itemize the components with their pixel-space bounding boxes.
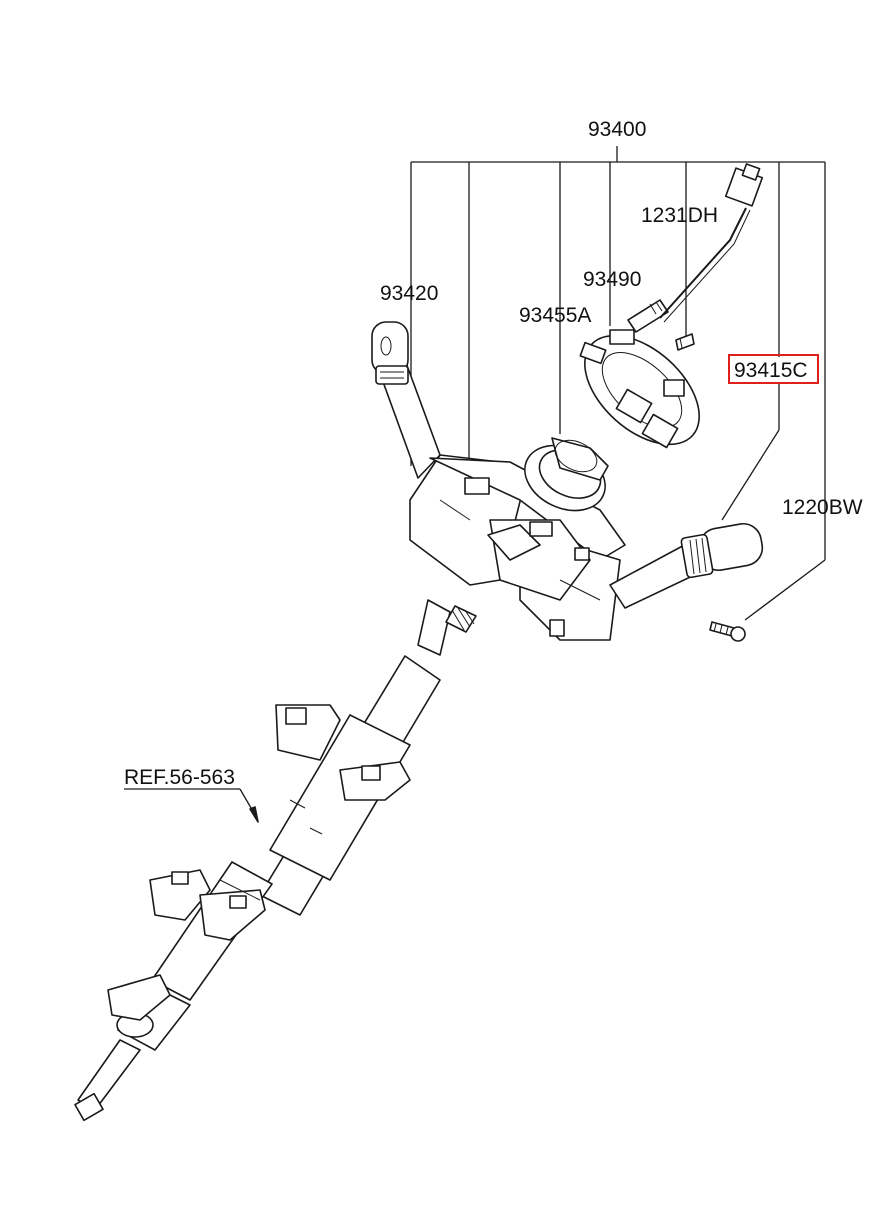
right-stalk-switch — [609, 522, 764, 609]
screw-1220bw — [709, 621, 746, 642]
label-93455a[interactable]: 93455A — [519, 304, 591, 327]
screw-1231dh — [675, 333, 695, 351]
wiring-harness — [659, 163, 764, 323]
label-1220bw[interactable]: 1220BW — [782, 496, 863, 519]
label-1231dh[interactable]: 1231DH — [641, 204, 718, 227]
ring-seal — [524, 437, 609, 512]
switch-body — [409, 454, 626, 641]
label-93490[interactable]: 93490 — [583, 268, 641, 291]
leader-lines — [124, 146, 826, 823]
highlight-box — [728, 354, 819, 384]
left-stalk-switch — [371, 321, 441, 479]
steering-column — [74, 599, 477, 1122]
label-ref-56-563[interactable]: REF.56-563 — [124, 766, 235, 789]
label-93420[interactable]: 93420 — [380, 282, 438, 305]
clock-spring — [579, 299, 700, 449]
label-93415c[interactable]: 93415C — [734, 359, 808, 382]
label-93400[interactable]: 93400 — [588, 118, 646, 141]
